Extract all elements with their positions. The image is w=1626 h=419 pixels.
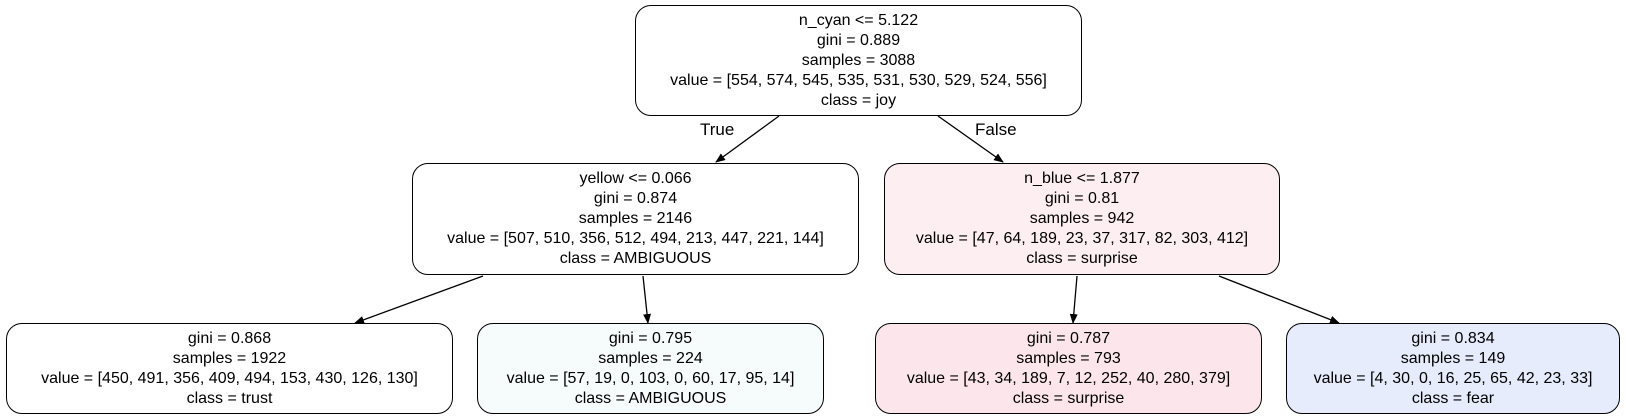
root-value: value = [554, 574, 545, 535, 531, 530, 5… bbox=[670, 71, 1047, 89]
edge-left-leaf-ll bbox=[354, 275, 484, 324]
left-gini: gini = 0.874 bbox=[593, 190, 678, 207]
leaf-ll-samples: samples = 1922 bbox=[172, 349, 287, 367]
right-samples: samples = 942 bbox=[1029, 210, 1135, 227]
left-samples: samples = 2146 bbox=[578, 210, 693, 227]
edge-right-leaf-rr bbox=[1218, 275, 1340, 324]
leaf-rl-class: class = surprise bbox=[1012, 389, 1125, 407]
edge-label-false: False bbox=[975, 120, 1017, 139]
leaf-lr-value: value = [57, 19, 0, 103, 0, 60, 17, 95, … bbox=[506, 369, 795, 387]
leaf-node-surprise: gini = 0.787 samples = 793 value = [43, … bbox=[875, 323, 1262, 414]
edge-label-true: True bbox=[700, 120, 735, 139]
leaf-node-ambiguous: gini = 0.795 samples = 224 value = [57, … bbox=[477, 323, 824, 414]
leaf-rl-samples: samples = 793 bbox=[1016, 349, 1121, 367]
leaf-lr-gini: gini = 0.795 bbox=[608, 329, 693, 347]
leaf-rr-class: class = fear bbox=[1411, 389, 1495, 407]
right-node: n_blue <= 1.877 gini = 0.81 samples = 94… bbox=[884, 163, 1280, 275]
leaf-lr-class: class = AMBIGUOUS bbox=[574, 389, 727, 407]
leaf-ll-gini: gini = 0.868 bbox=[187, 329, 272, 347]
left-node: yellow <= 0.066 gini = 0.874 samples = 2… bbox=[412, 163, 859, 275]
left-class: class = AMBIGUOUS bbox=[559, 250, 712, 267]
leaf-rr-samples: samples = 149 bbox=[1400, 349, 1506, 367]
leaf-node-trust: gini = 0.868 samples = 1922 value = [450… bbox=[6, 323, 453, 414]
leaf-node-fear: gini = 0.834 samples = 149 value = [4, 3… bbox=[1286, 323, 1620, 414]
leaf-rl-gini: gini = 0.787 bbox=[1026, 329, 1111, 347]
leaf-ll-class: class = trust bbox=[186, 389, 273, 407]
root-samples: samples = 3088 bbox=[801, 51, 916, 69]
root-gini: gini = 0.889 bbox=[816, 31, 901, 49]
leaf-ll-value: value = [450, 491, 356, 409, 494, 153, 4… bbox=[41, 369, 418, 387]
right-class: class = surprise bbox=[1026, 250, 1138, 267]
root-node: n_cyan <= 5.122 gini = 0.889 samples = 3… bbox=[635, 5, 1082, 116]
leaf-rl-value: value = [43, 34, 189, 7, 12, 252, 40, 28… bbox=[906, 369, 1231, 387]
leaf-lr-samples: samples = 224 bbox=[598, 349, 703, 367]
root-class: class = joy bbox=[820, 91, 897, 109]
right-split: n_blue <= 1.877 bbox=[1024, 170, 1140, 187]
edge-right-leaf-rl bbox=[1069, 275, 1078, 324]
edge-root-left bbox=[715, 115, 780, 163]
right-value: value = [47, 64, 189, 23, 37, 317, 82, 3… bbox=[915, 230, 1249, 247]
left-split: yellow <= 0.066 bbox=[579, 170, 692, 187]
edge-left-leaf-lr bbox=[642, 275, 652, 324]
leaf-rr-gini: gini = 0.834 bbox=[1411, 329, 1495, 347]
left-value: value = [507, 510, 356, 512, 494, 213, 4… bbox=[447, 230, 824, 247]
root-split: n_cyan <= 5.122 bbox=[798, 11, 919, 29]
right-gini: gini = 0.81 bbox=[1044, 190, 1120, 207]
edge-root-right bbox=[937, 115, 1004, 163]
leaf-rr-value: value = [4, 30, 0, 16, 25, 65, 42, 23, 3… bbox=[1313, 369, 1593, 387]
